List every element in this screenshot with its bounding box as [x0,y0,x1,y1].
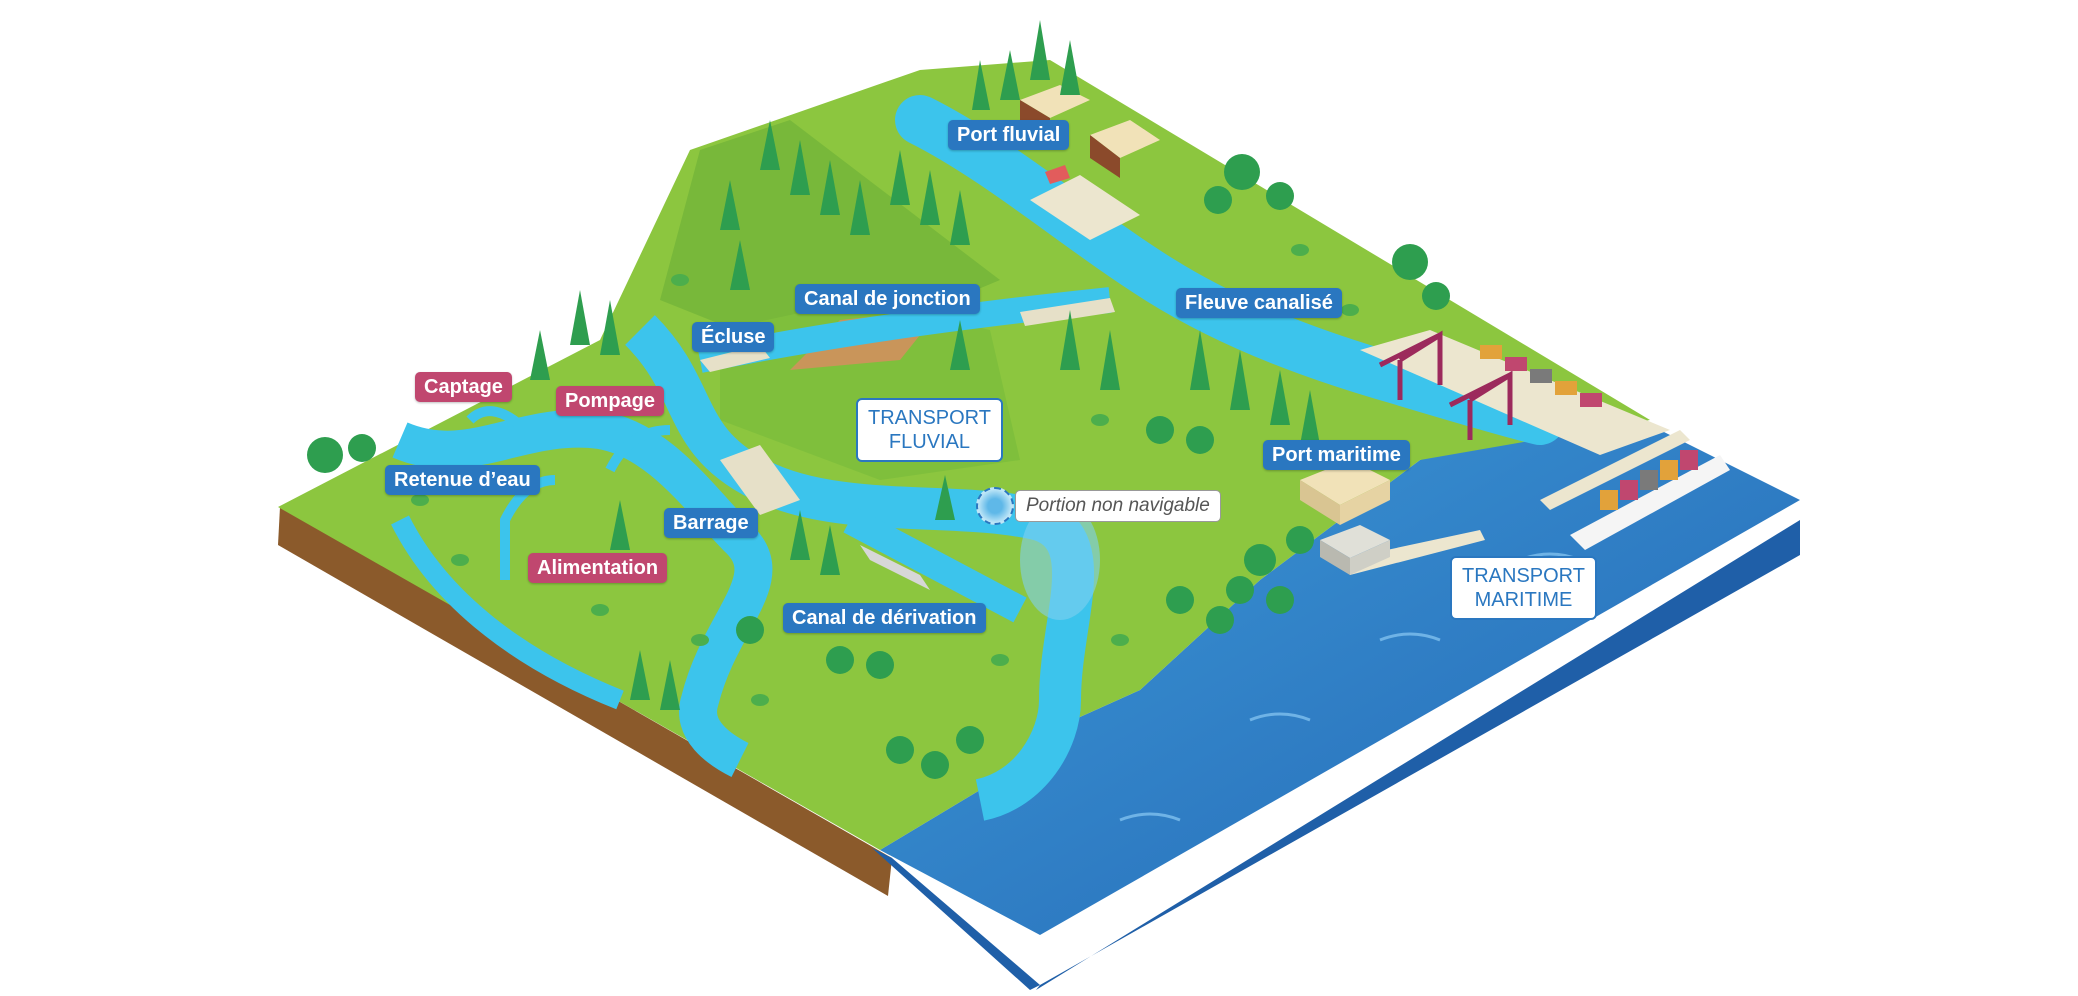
stream-left [391,515,624,710]
warehouse [1300,460,1390,525]
label-portion-non-navigable: Portion non navigable [1015,490,1221,522]
port-cranes [1378,330,1513,440]
label-barrage: Barrage [664,508,758,538]
non-navigable-area [1020,500,1100,620]
label-port-fluvial: Port fluvial [948,120,1070,150]
dam [720,445,800,515]
barge [860,545,930,590]
sea-wave [1119,812,1181,822]
sea-side-right [1036,520,1800,990]
label-captage: Captage [415,372,512,402]
small-boat [1045,165,1070,184]
label-retenue-eau: Retenue d’eau [385,465,540,495]
non-navigable-marker [976,487,1014,525]
sea-wave [1249,712,1311,722]
sea [880,395,1800,935]
label-ecluse: Écluse [692,322,775,352]
section-maritime-line1: TRANSPORT [1462,565,1585,587]
section-maritime-line2: MARITIME [1474,589,1573,611]
soil-side [278,507,892,896]
containers [1480,345,1602,407]
label-canal-jonction: Canal de jonction [795,284,980,314]
lock [1020,298,1115,326]
sea-wave [1379,632,1441,642]
sea-side-left [872,848,1040,990]
bushes [411,244,1359,706]
river-upper [895,95,1565,445]
warehouse [1320,525,1390,575]
section-transport-fluvial: TRANSPORT FLUVIAL [856,398,1003,462]
container-ship [1570,450,1730,550]
canal-derivation [843,507,1027,623]
pompage-pipe [605,425,671,473]
section-fluvial-line2: FLUVIAL [888,431,971,453]
label-canal-derivation: Canal de dérivation [783,603,986,633]
captage-pipe [466,406,525,450]
river-quay [1030,175,1140,240]
label-fleuve-canalise: Fleuve canalisé [1176,288,1342,318]
section-fluvial-line1: TRANSPORT [868,407,991,429]
breakwater [1540,430,1690,510]
label-port-maritime: Port maritime [1263,440,1410,470]
conifer-trees [530,20,1320,710]
section-transport-maritime: TRANSPORT MARITIME [1450,556,1597,620]
label-pompage: Pompage [556,386,665,416]
round-trees [307,154,1450,779]
label-alimentation: Alimentation [528,553,668,583]
breakwater [1340,530,1485,575]
